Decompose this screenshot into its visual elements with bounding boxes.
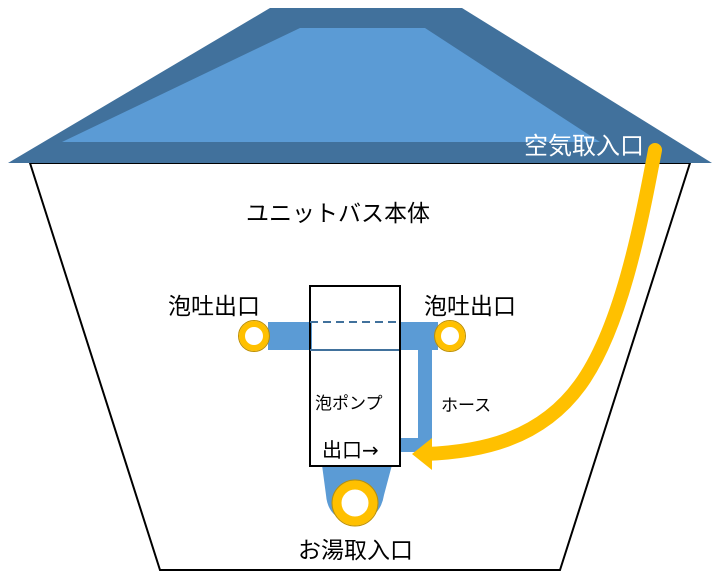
unit-bath-body-label: ユニットバス本体 [246,201,430,227]
hose-pipe [400,322,432,452]
air-intake-label: 空気取入口 [524,132,644,160]
bubble-pump-box [309,285,401,467]
roof-inner [62,28,600,142]
right-bubble-outlet-label: 泡吐出口 [424,294,516,320]
left-bubble-outlet-label: 泡吐出口 [168,294,260,320]
left-bubble-outlet-ring [239,321,269,351]
pump-outlet-label: 出口→ [322,438,379,462]
hose-label: ホース [441,396,491,416]
bubble-pump-label: 泡ポンプ [315,394,383,414]
hot-water-intake-ring [332,480,378,526]
air-hose [418,143,662,461]
hot-water-intake-label: お湯取入口 [298,538,413,564]
air-hose-arrowhead [412,438,432,470]
right-bubble-outlet-ring [435,321,465,351]
left-nozzle-pipe [268,322,312,350]
